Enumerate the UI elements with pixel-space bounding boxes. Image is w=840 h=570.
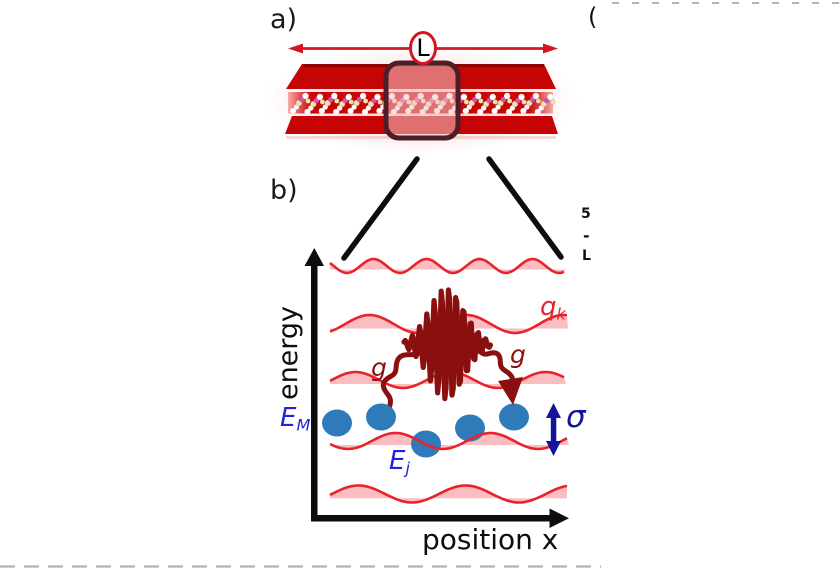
zoom-line-left [341,156,420,261]
cavity-length-label: L [416,34,430,62]
molecule-site-circle [499,403,529,431]
molecule-sphere [347,107,354,115]
molecule-sphere [345,93,353,101]
molecule-sphere [474,92,482,100]
molecule-sphere [304,108,311,116]
molecule-sphere [374,93,381,101]
coupling-arrowhead-icon [498,377,523,405]
cropped-text-fragment-3: L [582,248,591,264]
coupling-g-left-label: g [371,353,387,382]
site-energy-label: Ej [389,448,410,477]
sigma-arrow-down-icon [546,441,561,456]
molecule-sphere [316,93,324,101]
photon-mode-label: qk [540,294,566,323]
molecule-sphere [478,98,484,104]
cavity-mode-wave [329,431,568,451]
axes [304,248,569,528]
molecule-site-circle [322,409,352,437]
sigma-double-arrow [546,403,561,456]
molecule-sphere [289,107,297,115]
molecule-sphere [532,92,540,100]
coupling-arm [475,347,516,383]
panel-a-label: a) [270,4,298,35]
position-axis-label: position x [422,523,559,556]
zoom-line-right [486,156,564,260]
molecule-site-circle [455,414,485,442]
sigma-arrow-up-icon [546,403,561,418]
zoom-guide-lines [341,156,564,261]
molecule-sphere [546,93,554,101]
panel-b-label: b) [270,175,298,206]
cavity-mode-wave-fill [330,485,567,503]
molecule-sphere [520,107,527,115]
qk-base: q [540,292,557,322]
molecule-sphere [330,92,338,100]
position-axis [311,515,553,522]
molecule-sphere [550,99,556,105]
molecule-sphere [359,92,367,100]
ej-base: E [389,446,406,476]
em-base: E [280,403,297,433]
molecule-sphere [362,98,369,104]
molecule-sphere [348,99,354,105]
molecule-sphere [377,99,383,105]
molecule-sphere [492,99,498,105]
molecule-sphere [302,92,309,100]
molecule-sphere [505,108,513,116]
molecule-site-circle [366,403,396,431]
molecule-sphere [521,99,527,105]
length-label-ellipse [409,31,437,65]
photon-wavepacket [401,287,493,402]
molecule-sphere [463,99,470,105]
molecule-sphere [535,98,542,104]
molecule-sphere [376,107,383,115]
molecule-sphere [319,99,326,105]
molecule-sphere [361,108,369,116]
molecule-sphere [334,98,340,104]
molecule-sphere [534,108,542,116]
magnifier-box [383,60,461,141]
qk-sub: k [556,304,566,324]
molecule-sphere [506,98,513,104]
coupling-g-right-label: g [510,340,526,369]
molecule-sphere [489,93,497,101]
cropped-text-fragment-2: - [583,226,590,245]
em-sub: M [296,415,311,435]
position-axis-arrowhead-icon [549,508,569,528]
cavity-schematic [263,46,579,154]
energy-diagram [304,248,569,528]
molecule-sphere [460,93,468,101]
disorder-sigma-label: σ [566,399,586,435]
molecule-sphere [305,98,311,104]
cropped-text-fragment-1: 5 [581,206,591,222]
molecule-sphere [503,92,511,100]
energy-axis-arrowhead-icon [304,248,324,266]
arrowhead-left-icon [288,43,303,54]
molecule-sphere [318,107,326,115]
cavity-mode-wave [329,484,568,504]
collective-energy-label: EM [280,405,310,434]
arrowhead-right-icon [543,43,558,54]
cavity-length-arrow [288,31,558,65]
molecule-sphere [332,108,340,116]
cavity-mode-wave-fill [330,259,566,273]
cavity-mode-wave-fill [330,433,569,449]
coupling-arm [380,351,420,412]
molecule-sphere [518,93,525,101]
molecule-sphere [476,108,484,116]
molecule-sphere [462,107,470,115]
energy-axis [311,260,318,519]
cavity-mode-wave [329,257,565,275]
molecule-sphere [491,107,498,115]
cropped-panel-c-fragment: ( [588,3,598,31]
energy-axis-label: energy [273,305,304,401]
ej-sub: j [405,458,410,478]
